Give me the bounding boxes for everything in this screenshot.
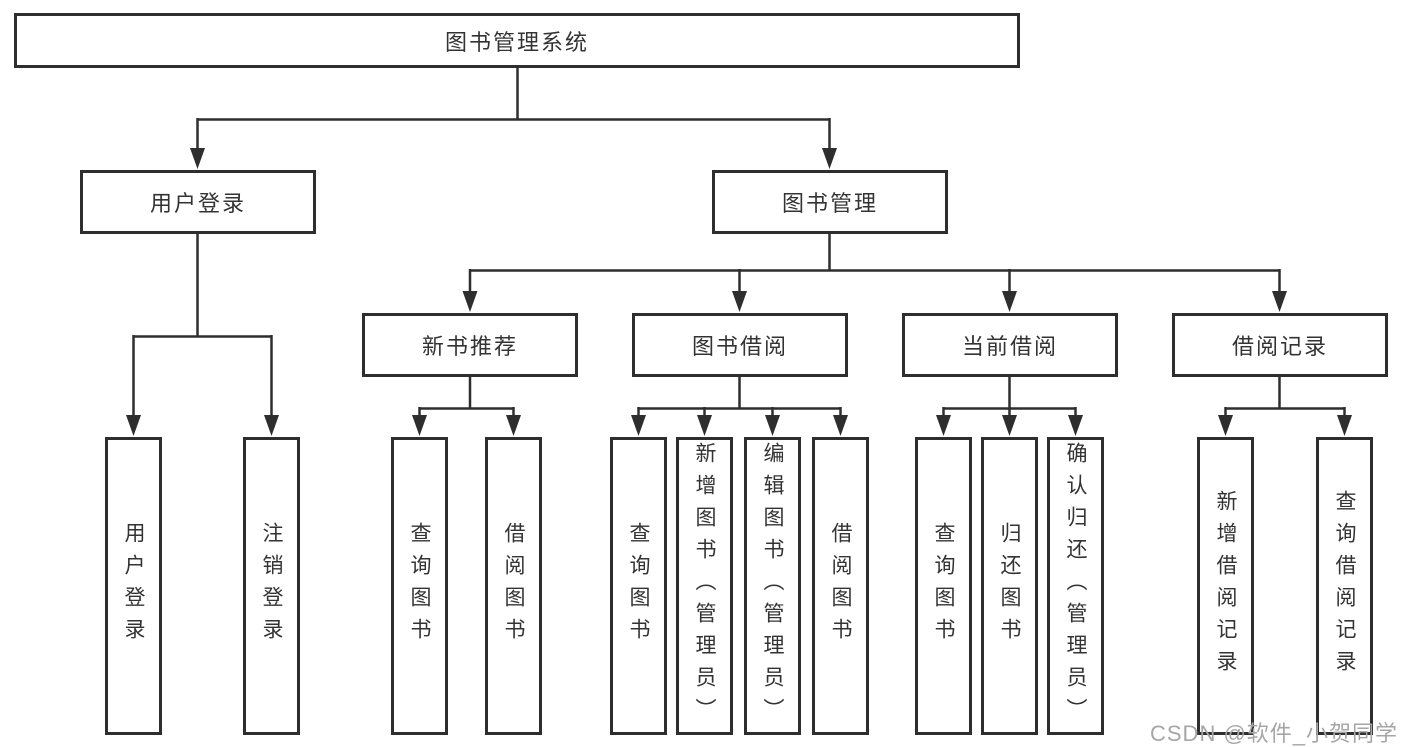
watermark: CSDN @软件_小贺同学	[1150, 721, 1399, 746]
node-book-management: 图书管理	[712, 170, 948, 234]
arrowhead	[1002, 415, 1017, 436]
arrowhead	[506, 415, 521, 436]
arrowhead	[412, 415, 427, 436]
node-new-book-recommend: 新书推荐	[362, 313, 578, 377]
leaf-user-login: 用户登录	[105, 437, 162, 735]
arrowhead	[631, 415, 646, 436]
arrowhead	[1068, 415, 1083, 436]
node-library-system: 图书管理系统	[14, 13, 1020, 68]
leaf-logout: 注销登录	[243, 437, 300, 735]
arrowhead	[1337, 415, 1352, 436]
arrowhead	[462, 291, 478, 312]
connector-book-borrow	[637, 377, 842, 417]
node-book-borrow: 图书借阅	[632, 313, 848, 377]
connector-new-book-recommend	[418, 377, 515, 417]
arrowhead	[126, 415, 141, 436]
arrowhead	[833, 415, 848, 436]
arrowhead	[765, 415, 780, 436]
connector-book-management	[468, 233, 1281, 293]
node-current-borrow: 当前借阅	[902, 313, 1118, 377]
connector-borrow-records	[1224, 377, 1346, 417]
leaf-add-borrow-record: 新增借阅记录	[1197, 437, 1254, 735]
arrowhead	[1002, 291, 1017, 312]
leaf-borrow-books: 借阅图书	[812, 437, 869, 735]
arrowhead	[1218, 415, 1233, 436]
leaf-query-books-recommend: 查询图书	[391, 437, 448, 735]
arrowhead	[264, 415, 279, 436]
leaf-return-books: 归还图书	[981, 437, 1038, 735]
node-user-login: 用户登录	[80, 170, 316, 234]
node-borrow-records: 借阅记录	[1172, 313, 1388, 377]
leaf-edit-book-admin: 编辑图书（管理员）	[744, 437, 801, 735]
arrowhead	[936, 415, 951, 436]
connector-root	[196, 68, 831, 150]
leaf-confirm-return-admin: 确认归还（管理员）	[1047, 437, 1104, 735]
connector-user-login	[132, 233, 273, 417]
leaf-query-books-borrow: 查询图书	[610, 437, 667, 735]
connector-current-borrow	[942, 377, 1077, 417]
arrowhead	[190, 148, 205, 169]
leaf-borrow-books-recommend: 借阅图书	[485, 437, 542, 735]
arrowhead	[1272, 291, 1287, 312]
arrowhead	[732, 291, 747, 312]
arrowhead	[822, 148, 837, 169]
leaf-query-borrow-record: 查询借阅记录	[1316, 437, 1373, 735]
arrowhead	[697, 415, 712, 436]
leaf-add-book-admin: 新增图书（管理员）	[676, 437, 733, 735]
leaf-query-books-current: 查询图书	[915, 437, 972, 735]
